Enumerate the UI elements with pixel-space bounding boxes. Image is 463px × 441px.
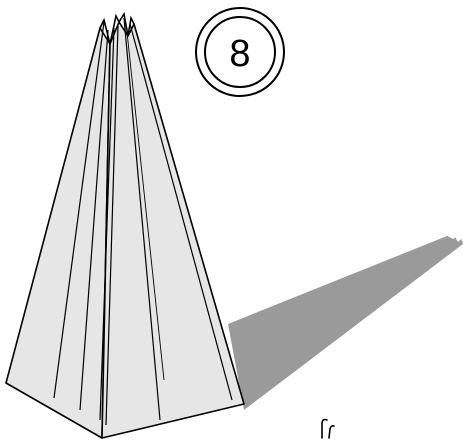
cast-shadow xyxy=(228,236,463,410)
curl-mark xyxy=(322,420,334,439)
curl-mark-right xyxy=(329,426,334,438)
step-number: 8 xyxy=(229,33,250,75)
step-badge: 8 xyxy=(196,8,284,96)
pyramid-left-face xyxy=(6,28,110,438)
curl-mark-left xyxy=(322,420,327,439)
